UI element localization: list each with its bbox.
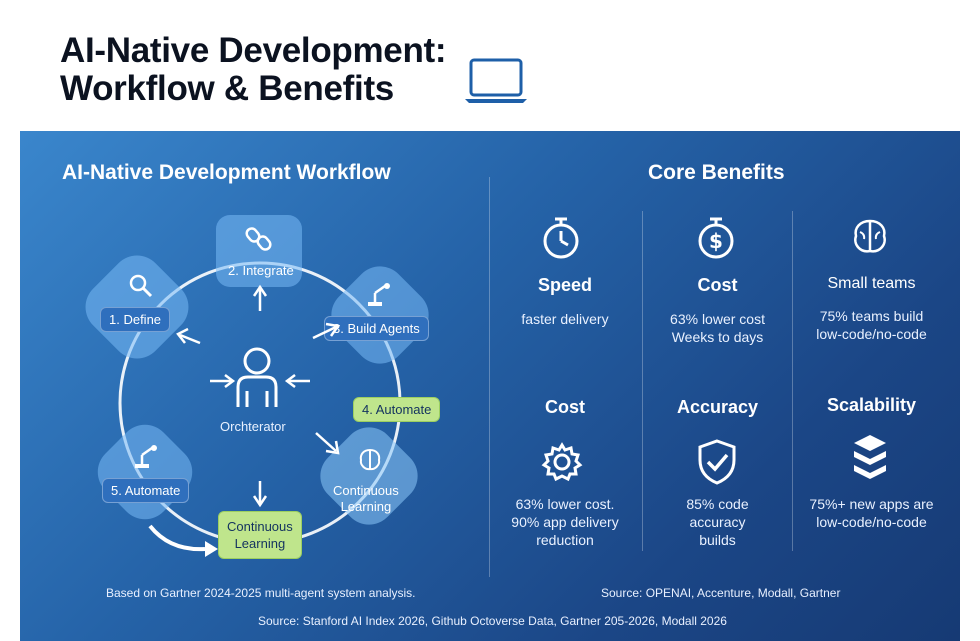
- orchestrator-label: Orchterator: [220, 419, 286, 434]
- step-build-agents-label: 3. Build Agents: [324, 316, 429, 341]
- benefit-4-text: 63% lower cost. 90% app delivery reducti…: [495, 495, 635, 549]
- infographic-panel: AI-Native Development Workflow Core Bene…: [20, 131, 960, 641]
- step-continuous-learning-right-label: Continuous Learning: [333, 483, 399, 514]
- column-divider-2: [792, 211, 793, 551]
- benefit-2-desc: 63% lower cost Weeks to days: [670, 311, 765, 345]
- benefits-heading: Core Benefits: [648, 161, 785, 184]
- benefit-3-title: Small teams: [827, 275, 916, 292]
- benefit-5: Accuracy: [650, 397, 785, 418]
- footer-source: Source: Stanford AI Index 2026, Github O…: [258, 614, 727, 628]
- benefit-6: Scalability: [799, 395, 944, 416]
- column-divider-1: [642, 211, 643, 551]
- laptop-icon: [465, 58, 527, 103]
- robot-arm-icon: [368, 283, 390, 306]
- stopwatch-icon: [543, 217, 579, 259]
- benefit-1: Speed faster delivery: [505, 275, 625, 328]
- page-title: AI-Native Development: Workflow & Benefi…: [60, 31, 447, 108]
- robot-arm-icon-left: [135, 445, 157, 468]
- search-icon: [129, 274, 153, 298]
- benefit-5-desc: 85% code accuracy builds: [686, 496, 749, 548]
- title-line-2: Workflow & Benefits: [60, 69, 394, 108]
- benefit-6-text: 75%+ new apps are low-code/no-code: [799, 495, 944, 531]
- step-automate-left-label: 5. Automate: [102, 478, 190, 503]
- benefit-5-text: 85% code accuracy builds: [650, 495, 785, 549]
- benefit-1-title: Speed: [537, 275, 593, 295]
- step-define-label: 1. Define: [100, 307, 171, 332]
- step-automate-right-label[interactable]: 4. Automate: [353, 397, 441, 422]
- benefit-4-title: Cost: [545, 397, 585, 417]
- benefit-4-desc: 63% lower cost. 90% app delivery reducti…: [511, 496, 619, 548]
- workflow-footnote: Based on Gartner 2024-2025 multi-agent s…: [106, 586, 416, 600]
- benefits-footnote: Source: OPENAI, Accenture, Modall, Gartn…: [601, 586, 841, 600]
- workflow-heading: AI-Native Development Workflow: [62, 161, 391, 184]
- layers-icon: [854, 435, 886, 479]
- section-divider: [489, 177, 490, 577]
- gear-icon: [541, 442, 583, 482]
- benefit-1-desc: faster delivery: [521, 311, 609, 327]
- shield-check-icon: [698, 439, 736, 485]
- svg-text:$: $: [709, 229, 723, 253]
- benefit-3: Small teams 75% teams build low-code/no-…: [799, 275, 944, 343]
- benefit-2-title: Cost: [697, 275, 738, 295]
- brain-icon-workflow: [359, 448, 381, 471]
- benefit-3-desc: 75% teams build low-code/no-code: [816, 308, 927, 342]
- integrate-node[interactable]: [216, 215, 302, 287]
- benefit-4: Cost: [505, 397, 625, 418]
- benefit-5-title: Accuracy: [676, 397, 759, 417]
- dollar-stopwatch-icon: $: [698, 217, 734, 259]
- benefit-6-desc: 75%+ new apps are low-code/no-code: [809, 496, 934, 530]
- link-icon: [245, 227, 272, 251]
- step-integrate-label: 2. Integrate: [228, 263, 294, 278]
- brain-icon: [854, 219, 886, 253]
- workflow-arrows: [176, 284, 341, 508]
- benefit-6-title: Scalability: [826, 395, 917, 415]
- person-icon: [236, 347, 278, 407]
- step-continuous-learning-bottom-label[interactable]: Continuous Learning: [218, 511, 302, 559]
- benefit-2: Cost 63% lower cost Weeks to days: [650, 275, 785, 346]
- title-line-1: AI-Native Development:: [60, 31, 447, 70]
